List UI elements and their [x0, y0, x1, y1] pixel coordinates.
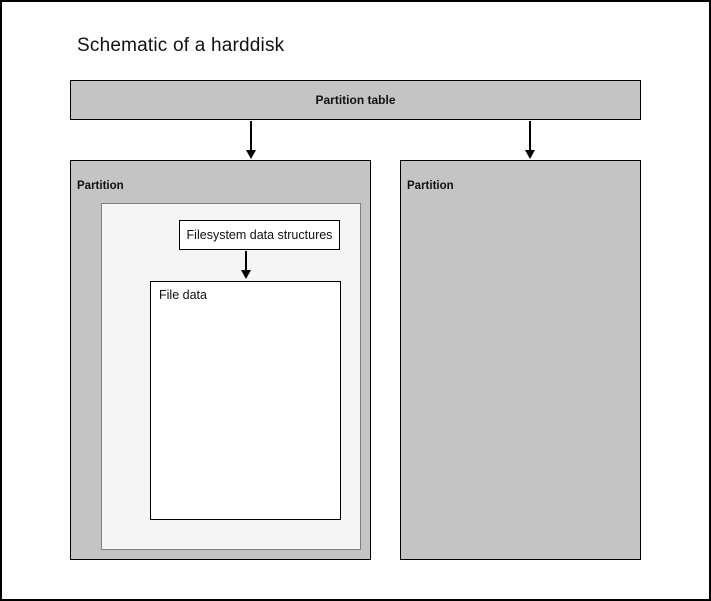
- partition-table-box: Partition table: [70, 80, 641, 120]
- arrow-to-left-partition: [246, 121, 256, 159]
- arrow-to-file-data: [241, 251, 251, 279]
- diagram-title: Schematic of a harddisk: [77, 35, 285, 56]
- file-data-label: File data: [159, 288, 207, 302]
- arrow-shaft: [529, 121, 531, 151]
- file-data-box: File data: [150, 281, 341, 520]
- partition-right-box: Partition: [400, 160, 641, 560]
- partition-table-label: Partition table: [315, 93, 396, 107]
- filesystem-data-structures-box: Filesystem data structures: [179, 220, 340, 250]
- filesystem-data-structures-label: Filesystem data structures: [186, 228, 333, 242]
- arrow-head-icon: [525, 150, 535, 159]
- arrow-to-right-partition: [525, 121, 535, 159]
- partition-right-label: Partition: [407, 180, 454, 192]
- arrow-shaft: [245, 251, 247, 271]
- arrow-head-icon: [246, 150, 256, 159]
- partition-left-label: Partition: [77, 180, 124, 192]
- arrow-shaft: [250, 121, 252, 151]
- arrow-head-icon: [241, 270, 251, 279]
